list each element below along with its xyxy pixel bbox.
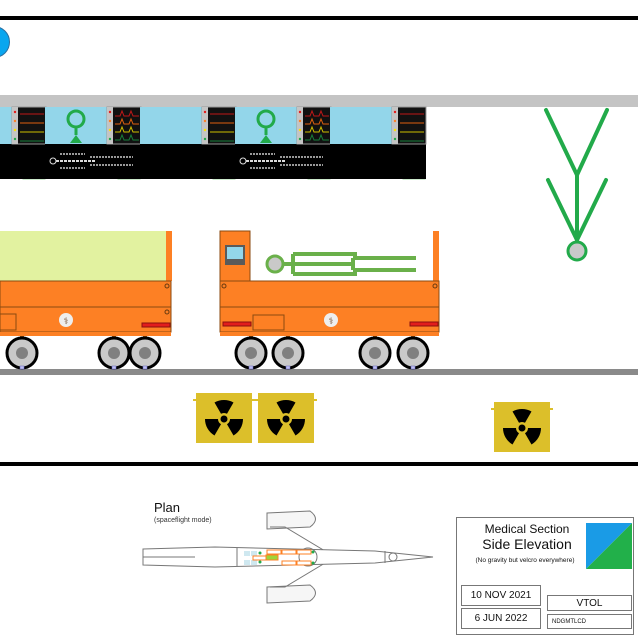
- wheel: [271, 336, 305, 370]
- patient-icon: [66, 109, 86, 143]
- patient-monitor-bay: [45, 106, 142, 179]
- stretcher-right: ⚕: [219, 230, 440, 336]
- aircraft-type: VTOL: [547, 595, 632, 611]
- plan-title: Plan: [154, 500, 181, 515]
- wheel: [234, 336, 268, 370]
- date-created: 10 NOV 2021: [461, 585, 541, 606]
- radiation-icon: [205, 400, 243, 436]
- radiation-container: [255, 393, 317, 443]
- empty-screen-bay: [140, 106, 237, 179]
- drawing-note: (No gravity but velcro everywhere): [475, 557, 575, 564]
- drawing-title: Medical Section: [484, 522, 570, 536]
- plan-view-drawing: [142, 510, 434, 604]
- radiation-container: [193, 393, 255, 443]
- patient-monitor-bay: [235, 106, 332, 179]
- empty-screen-bay: [0, 106, 47, 179]
- radiation-icon: [503, 409, 541, 445]
- date-revised: 6 JUN 2022: [461, 608, 541, 629]
- logo-icon: [586, 523, 632, 569]
- wheel: [396, 336, 430, 370]
- title-block: Medical Section Side Elevation (No gravi…: [456, 517, 634, 635]
- xray-skeleton: [49, 153, 133, 169]
- ceiling-rail: [0, 95, 638, 107]
- patient-figure: [265, 252, 416, 276]
- wheel: [358, 336, 392, 370]
- wheel: [128, 336, 162, 370]
- wheel: [5, 336, 39, 370]
- radiation-container: [491, 402, 553, 452]
- stretcher-left: ⚕: [0, 231, 172, 336]
- radiation-icon: [267, 400, 306, 436]
- frame-top-border: [0, 16, 638, 20]
- empty-screen-bay: [330, 106, 427, 179]
- svg-text:⚕: ⚕: [64, 316, 69, 326]
- drawing-code: NDGMTLCD: [547, 614, 632, 629]
- floor-rail: [0, 369, 638, 375]
- xray-skeleton: [239, 153, 323, 169]
- drawing-subtitle: Side Elevation: [482, 536, 572, 552]
- frame-middle-border: [0, 462, 638, 466]
- restraint-harness: [544, 108, 609, 262]
- plan-subtitle: (spaceflight mode): [154, 517, 212, 524]
- patient-icon: [256, 109, 276, 143]
- wheel: [97, 336, 131, 370]
- side-elevation-drawing: ⚕ ⚕: [0, 95, 638, 452]
- svg-text:⚕: ⚕: [329, 316, 334, 326]
